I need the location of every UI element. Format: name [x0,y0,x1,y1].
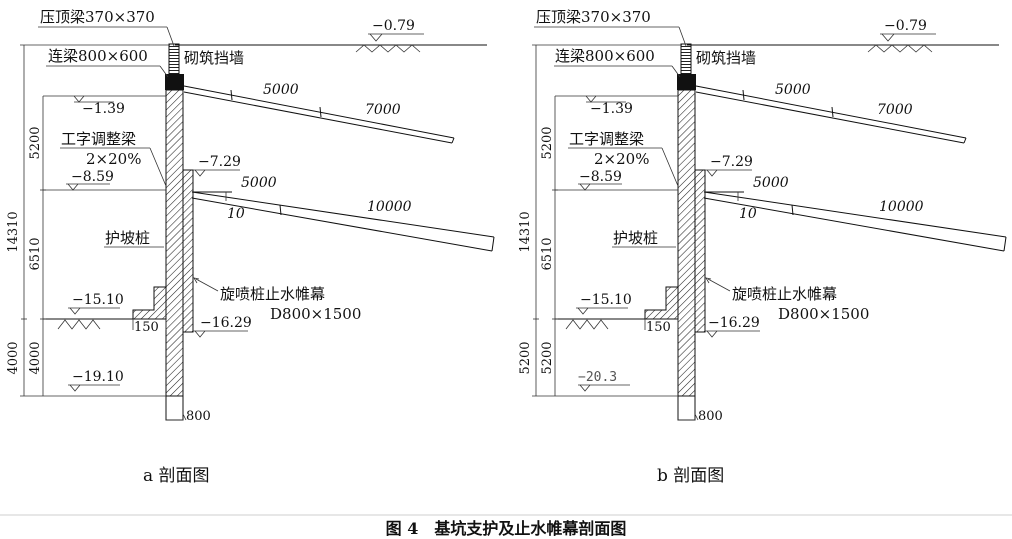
dim-seg2: 6510 [28,237,43,270]
dim-seg1: 5200 [540,126,555,159]
tie-beam [165,74,184,90]
label-retaining-wall: 砌筑挡墙 [696,49,756,67]
pile [677,89,696,397]
elev-5: −16.29 [200,315,252,331]
tie-beam [677,74,696,90]
label-curtain: 旋喷桩止水帷幕 [732,285,837,303]
dim-pile-width: 800 [698,409,723,424]
anchor-1-bond-len: 7000 [877,102,913,118]
elev-1: −1.39 [82,101,125,117]
label-top-beam: 压顶梁370×370 [536,8,651,26]
curtain [182,169,194,333]
figure-caption: 图 4 基坑支护及止水帷幕剖面图 [386,519,627,538]
curtain [694,169,706,333]
anchor-2-free-len: 5000 [241,175,277,191]
dim-seg3-inner: 4000 [28,341,43,374]
label-i-beam-spec: 2×20% [86,150,141,168]
elev-5: −16.29 [708,315,760,331]
elev-ground-marker: −0.79 [867,18,936,53]
label-i-beam: 工字调整梁 [61,130,136,148]
anchor-1-bond-len: 7000 [365,102,401,118]
elev-2: −7.29 [198,154,241,170]
pile [165,89,184,397]
dim-seg3-outer: 4000 [6,341,21,374]
label-curtain-spec: D800×1500 [778,305,869,323]
elev-1-marker: −1.39 [555,95,678,117]
dim-lines [20,44,170,397]
anchor-2 [191,191,495,252]
label-top-beam: 压顶梁370×370 [40,8,155,26]
elev-ground: −0.79 [884,18,927,34]
dim-lines [532,44,682,397]
elev-6-marker: −20.3 [555,370,678,397]
anchor-1 [695,85,967,144]
dim-step: 150 [134,320,159,335]
section-b: −0.79 5000 7000 5000 10000 10 压顶梁37 [518,8,1007,486]
dim-seg1: 5200 [28,126,43,159]
dim-step: 150 [646,320,671,335]
anchor-2-angle: 10 [739,206,757,222]
dim-seg2: 6510 [540,237,555,270]
label-tie-beam: 连梁800×600 [555,47,655,65]
label-i-beam-spec: 2×20% [594,150,649,168]
elev-ground: −0.79 [372,18,415,34]
section-a: −0.79 5000 7000 5000 [6,8,495,486]
label-curtain-spec: D800×1500 [270,305,361,323]
anchor-2-free-len: 5000 [753,175,789,191]
dim-seg3-outer: 5200 [518,341,533,374]
elev-ground-marker: −0.79 [355,18,424,53]
retaining-wall [168,43,180,75]
label-curtain: 旋喷桩止水帷幕 [220,285,325,303]
elev-6-marker: −19.10 [43,369,166,397]
label-i-beam: 工字调整梁 [569,130,644,148]
elev-5-marker: −16.29 [193,315,252,338]
dim-pile-width: 800 [186,409,211,424]
anchor-1-free-len: 5000 [775,82,811,98]
anchor-2-angle: 10 [227,206,245,222]
subtitle-a: a 剖面图 [143,466,210,486]
elev-4-marker: −15.10 [555,292,678,330]
pile-toe [677,395,696,421]
elev-3-marker: −8.59 [43,169,166,191]
label-pile: 护坡桩 [613,229,658,247]
elev-3-marker: −8.59 [555,169,678,191]
retaining-wall [680,43,692,75]
elev-4: −15.10 [580,292,632,308]
label-pile: 护坡桩 [105,229,150,247]
anchor-2 [703,191,1007,252]
excavation-step: 150 [132,286,167,335]
elev-5-marker: −16.29 [705,315,760,338]
elev-4: −15.10 [72,292,124,308]
elev-1-marker: −1.39 [43,95,166,117]
elev-1: −1.39 [590,101,633,117]
elev-2-marker: −7.29 [193,154,241,177]
subtitle-b: b 剖面图 [657,466,724,486]
label-retaining-wall: 砌筑挡墙 [184,49,244,67]
label-tie-beam: 连梁800×600 [48,47,148,65]
dim-total: 14310 [518,211,533,252]
anchor-2-bond-len: 10000 [367,199,412,215]
excavation-step: 150 [644,286,679,335]
anchor-2-bond-len: 10000 [879,199,924,215]
pile-toe [165,395,184,421]
dim-total: 14310 [6,211,21,252]
elev-2-marker: −7.29 [705,154,753,177]
elev-6: −20.3 [578,370,617,385]
anchor-1 [183,85,455,144]
elev-6: −19.10 [72,369,124,385]
anchor-1-free-len: 5000 [263,82,299,98]
elev-3: −8.59 [71,169,114,185]
elev-2: −7.29 [710,154,753,170]
dim-seg3-inner: 5200 [540,341,555,374]
elev-3: −8.59 [579,169,622,185]
